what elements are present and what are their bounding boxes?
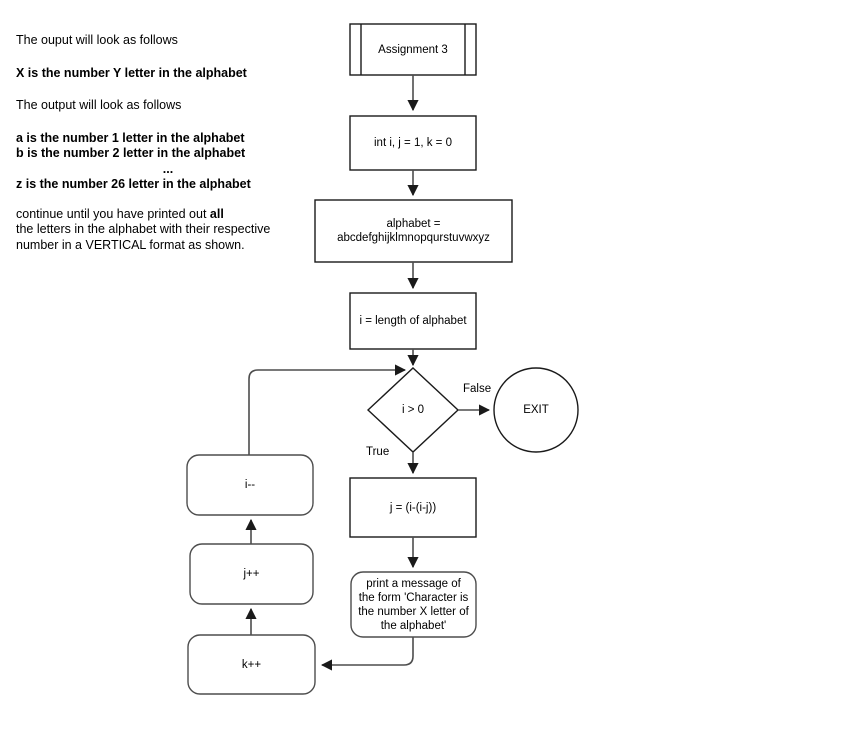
instructions-line-7-text: continue until you have printed out xyxy=(16,206,210,221)
instructions-line-6: z is the number 26 letter in the alphabe… xyxy=(16,177,251,191)
edge-label-true: True xyxy=(366,446,390,458)
node-i-dec-shape xyxy=(186,454,314,516)
node-decision-shape xyxy=(366,367,460,453)
instructions-line-7-emphasis: all xyxy=(209,206,224,221)
node-print-shape xyxy=(350,571,477,638)
node-exit-shape xyxy=(493,367,579,453)
instructions-ellipsis: ... xyxy=(162,161,174,176)
instructions-line-4: a is the number 1 letter in the alphabet xyxy=(16,130,245,145)
node-assign-j-shape xyxy=(349,477,477,538)
node-alphabet-shape xyxy=(314,199,513,263)
instructions-line-1: The ouput will look as follows xyxy=(16,33,178,47)
connector-print-to-k-inc xyxy=(320,637,414,671)
instructions-line-7: continue until you have printed out all xyxy=(16,207,316,223)
instructions-line-9: number in a VERTICAL format as shown. xyxy=(16,237,245,252)
node-k-inc-shape xyxy=(187,634,316,695)
instructions-line-5: b is the number 2 letter in the alphabet xyxy=(16,146,246,160)
node-j-inc-shape xyxy=(189,543,314,605)
instructions-line-8: the letters in the alphabet with their r… xyxy=(16,222,271,236)
edge-label-false: False xyxy=(463,383,492,395)
node-init-shape xyxy=(349,115,477,171)
instructions-line-2: X is the number Y letter in the alphabet xyxy=(16,65,247,80)
node-assignment-3-shape xyxy=(349,23,477,76)
node-length-shape xyxy=(349,292,477,350)
connector-i-dec-to-decision-loop xyxy=(248,364,407,455)
instructions-text-block: The ouput will look as follows X is the … xyxy=(16,33,316,253)
instructions-line-3: The output will look as follows xyxy=(16,98,182,112)
